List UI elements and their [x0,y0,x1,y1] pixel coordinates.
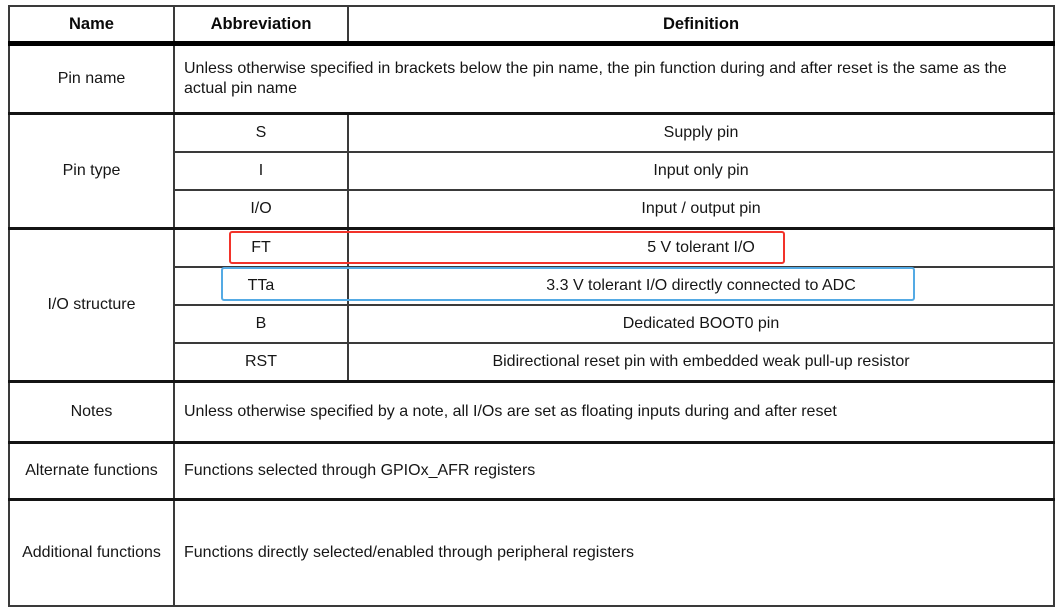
header-row: Name Abbreviation Definition [8,5,1055,46]
definition-cell-reset-pin: Bidirectional reset pin with embedded we… [347,342,1055,383]
pin-type-label: Pin type [8,112,175,230]
alternate-functions-label: Alternate functions [8,441,175,501]
abbrev-cell-io: I/O [173,189,349,230]
io-structure-row-b: B Dedicated BOOT0 pin [9,304,1055,344]
abbrev-cell-tta: TTa [173,266,349,306]
alternate-functions-row: Alternate functions Functions selected t… [8,441,1055,501]
notes-label: Notes [8,380,175,444]
alternate-functions-definition: Functions selected through GPIOx_AFR reg… [173,441,1055,501]
abbrev-cell-i: I [173,151,349,191]
pin-type-row-io: I/O Input / output pin [9,189,1055,230]
definition-cell-input-only: Input only pin [347,151,1055,191]
additional-functions-definition: Functions directly selected/enabled thro… [173,498,1055,607]
header-abbreviation: Abbreviation [173,5,349,46]
definition-cell-supply-pin: Supply pin [347,112,1055,153]
abbrev-cell-ft: FT [173,227,349,268]
notes-definition: Unless otherwise specified by a note, al… [173,380,1055,444]
pin-name-definition: Unless otherwise specified in brackets b… [173,42,1055,115]
pin-legend-table: Name Abbreviation Definition Pin name Un… [8,5,1055,607]
io-structure-label: I/O structure [8,227,175,383]
pin-name-row: Pin name Unless otherwise specified in b… [8,42,1055,115]
definition-cell-boot0: Dedicated BOOT0 pin [347,304,1055,344]
pin-type-row-i: I Input only pin [9,151,1055,191]
abbrev-cell-b: B [173,304,349,344]
pin-type-row-s: Pin type S Supply pin [8,112,1055,230]
additional-functions-row: Additional functions Functions directly … [8,498,1055,607]
definition-cell-input-output: Input / output pin [347,189,1055,230]
definition-cell-5v-tolerant: 5 V tolerant I/O [347,227,1055,268]
additional-functions-label: Additional functions [8,498,175,607]
io-structure-row-rst: RST Bidirectional reset pin with embedde… [9,342,1055,383]
pin-name-label: Pin name [8,42,175,115]
header-definition: Definition [347,5,1055,46]
abbrev-cell-s: S [173,112,349,153]
pin-legend-table-region: Name Abbreviation Definition Pin name Un… [8,5,1055,607]
header-name: Name [8,5,175,46]
io-structure-row-ft: I/O structure FT 5 V tolerant I/O [8,227,1055,383]
definition-cell-33v-tolerant-adc: 3.3 V tolerant I/O directly connected to… [347,266,1055,306]
notes-row: Notes Unless otherwise specified by a no… [8,380,1055,444]
abbrev-cell-rst: RST [173,342,349,383]
